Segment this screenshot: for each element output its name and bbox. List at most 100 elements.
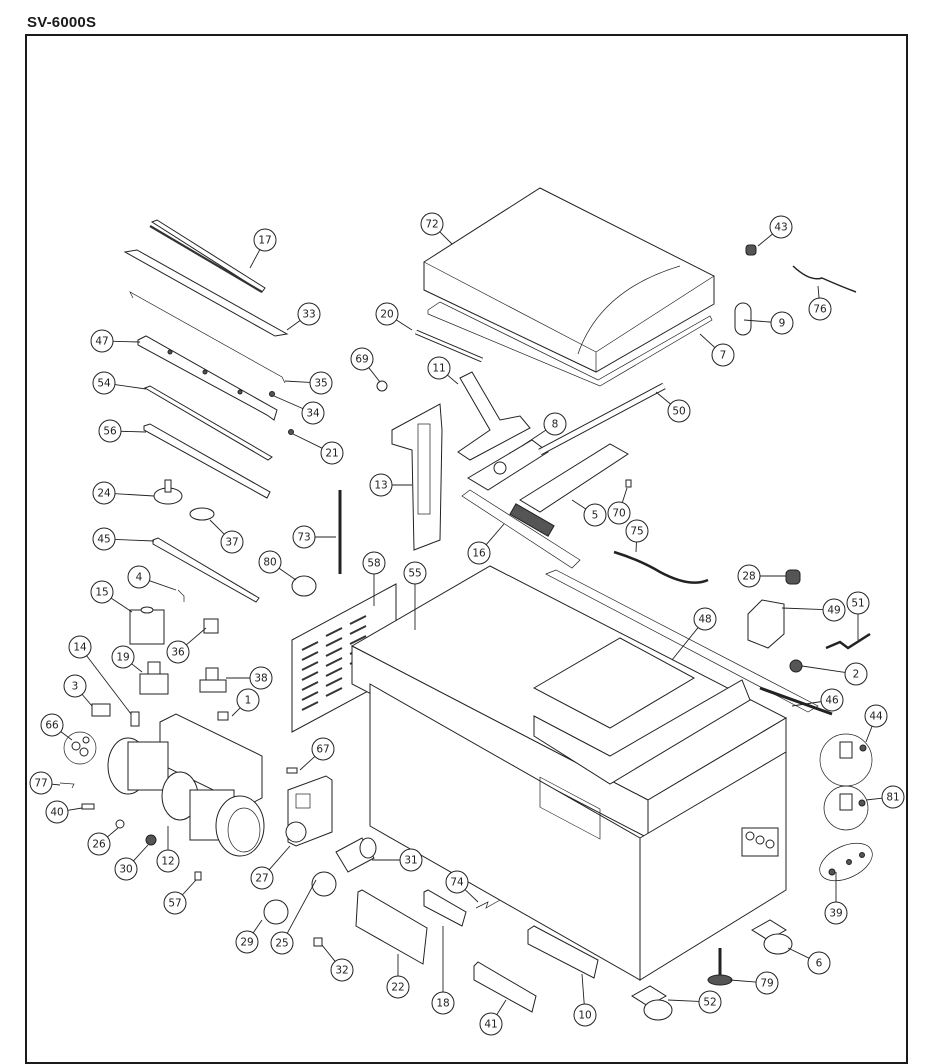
part-fitting-1 (218, 712, 228, 720)
callout-69: 69 (351, 348, 373, 370)
part-disc-37 (190, 508, 214, 520)
leader-line-43 (758, 234, 773, 246)
callout-number: 16 (472, 548, 486, 560)
leader-line-3 (82, 694, 92, 706)
leader-line-66 (61, 732, 72, 740)
callout-81: 81 (882, 786, 904, 808)
part-group-66 (64, 732, 96, 764)
callout-number: 30 (119, 864, 132, 876)
part-vacuum-pump-12 (108, 714, 264, 856)
callout-number: 12 (161, 856, 174, 868)
callout-55: 55 (404, 562, 426, 584)
leader-line-36 (186, 628, 206, 645)
callout-76: 76 (809, 298, 831, 320)
leader-line-6 (788, 948, 809, 958)
leader-line-15 (111, 598, 132, 612)
callout-number: 11 (432, 363, 445, 375)
callout-16: 16 (468, 542, 490, 564)
callout-number: 7 (720, 350, 727, 362)
callout-number: 9 (779, 318, 786, 330)
part-bearing-30 (146, 835, 156, 845)
callout-number: 54 (97, 378, 111, 390)
callout-17: 17 (254, 229, 276, 251)
part-coil-36 (204, 619, 218, 633)
callout-number: 81 (886, 792, 899, 804)
leader-line-32 (322, 945, 335, 961)
part-fitting-group-39 (814, 836, 878, 889)
part-seal-bar (138, 336, 277, 420)
part-bracket-74 (476, 900, 500, 908)
leader-line-30 (133, 845, 148, 861)
part-pcb-18 (424, 890, 466, 926)
leader-line-35 (285, 381, 310, 382)
callout-number: 2 (853, 669, 860, 681)
callout-14: 14 (69, 636, 91, 658)
part-nut-21 (289, 430, 294, 435)
leader-line-40 (68, 808, 82, 810)
part-roller-29 (264, 900, 288, 924)
callout-51: 51 (847, 592, 869, 614)
callout-43: 43 (770, 216, 792, 238)
callout-26: 26 (88, 833, 110, 855)
callout-4: 4 (128, 566, 150, 588)
callout-number: 39 (829, 908, 842, 920)
part-valve-19 (140, 662, 168, 694)
callout-number: 13 (374, 480, 387, 492)
callout-number: 33 (302, 309, 315, 321)
callout-57: 57 (164, 892, 186, 914)
callout-number: 8 (552, 419, 559, 431)
callout-72: 72 (421, 213, 443, 235)
callout-number: 80 (263, 557, 276, 569)
leader-line-41 (497, 1000, 506, 1015)
part-arm-plate-13 (392, 404, 442, 550)
callout-3: 3 (64, 675, 86, 697)
callout-number: 49 (827, 605, 840, 617)
callout-number: 55 (408, 568, 421, 580)
leader-line-21 (293, 434, 322, 448)
part-bushing-69 (377, 381, 387, 391)
callout-number: 34 (306, 408, 320, 420)
part-pin-67 (287, 768, 297, 773)
callout-41: 41 (480, 1013, 502, 1035)
part-gland-28 (786, 570, 800, 584)
callout-number: 50 (672, 406, 685, 418)
callout-20: 20 (376, 303, 398, 325)
leader-line-2 (802, 666, 845, 672)
leader-line-49 (782, 608, 823, 610)
leader-line-25 (287, 880, 316, 933)
callout-number: 44 (869, 711, 883, 723)
callout-5: 5 (584, 504, 606, 526)
part-panel-22 (356, 890, 427, 964)
callout-50: 50 (668, 400, 690, 422)
part-roller-25 (312, 872, 336, 896)
callout-74: 74 (446, 871, 468, 893)
leader-line-77 (52, 784, 60, 785)
leader-line-29 (253, 920, 262, 933)
callout-number: 43 (774, 222, 787, 234)
part-motor-80 (292, 576, 316, 596)
callout-12: 12 (157, 850, 179, 872)
leader-line-1 (232, 708, 240, 716)
callout-number: 29 (240, 937, 253, 949)
leader-line-16 (486, 524, 504, 545)
callout-73: 73 (293, 526, 315, 548)
callout-number: 56 (103, 426, 117, 438)
part-bracket-11 (458, 372, 530, 460)
callout-24: 24 (93, 482, 115, 504)
leader-line-80 (279, 568, 296, 580)
part-fitting-77 (60, 783, 74, 788)
callout-27: 27 (251, 867, 273, 889)
part-caster-6 (752, 920, 792, 954)
callout-number: 19 (116, 652, 129, 664)
part-washer-26 (116, 820, 124, 828)
callout-30: 30 (115, 858, 137, 880)
callout-number: 58 (367, 558, 380, 570)
callout-6: 6 (808, 952, 830, 974)
callout-29: 29 (236, 931, 258, 953)
callout-number: 47 (95, 336, 108, 348)
part-cable-75 (614, 552, 708, 583)
callout-number: 72 (425, 219, 438, 231)
part-label-41 (474, 962, 536, 1012)
part-pin-40 (82, 804, 94, 809)
